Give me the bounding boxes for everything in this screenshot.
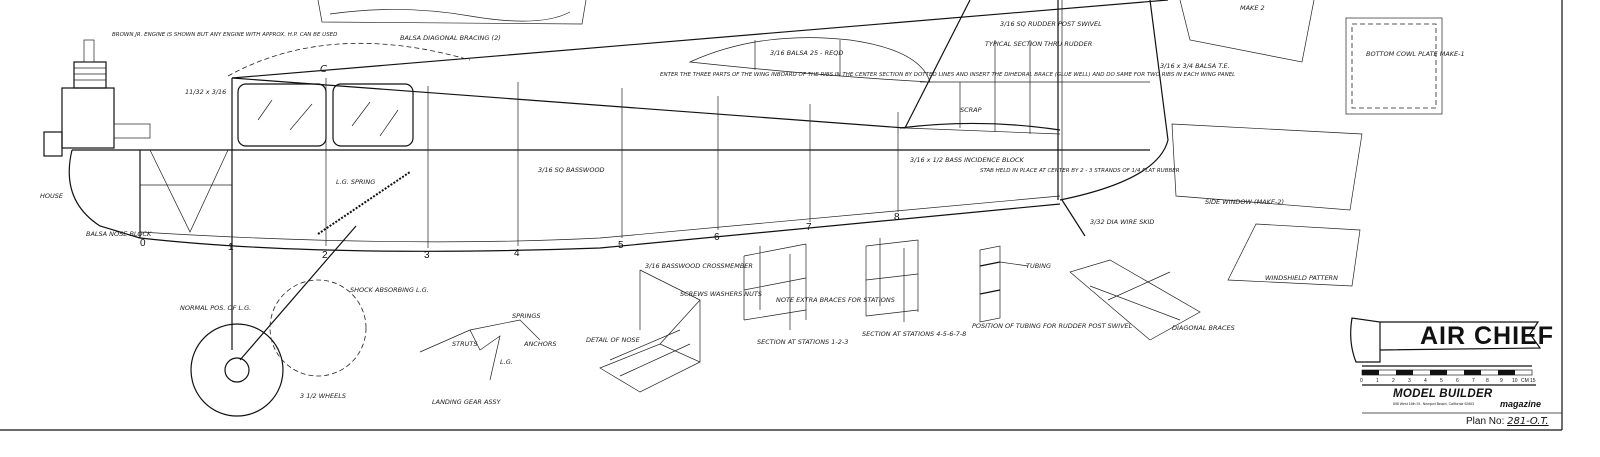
center-line-mark: C [320, 64, 327, 75]
position-tubing-label: POSITION OF TUBING FOR RUDDER POST SWIVE… [972, 322, 1133, 330]
diagonal-bracing-label: BALSA DIAGONAL BRACING (2) [400, 34, 501, 42]
wood-grain [329, 9, 571, 22]
publisher-sub: magazine [1500, 399, 1542, 409]
part-outline-top [1179, 0, 1315, 63]
scale-tick: 10 [1512, 378, 1518, 384]
station-number: 5 [618, 240, 624, 251]
wheel-alt-position [269, 279, 367, 377]
side-window-pattern [1171, 123, 1363, 211]
wing-instructions: ENTER THE THREE PARTS OF THE WING INBOAR… [660, 72, 1235, 78]
landing-gear-assy-drawing [419, 319, 541, 381]
rudder-post-label: 3/16 SQ RUDDER POST SWIVEL [1000, 20, 1102, 28]
diagonal-braces-label: DIAGONAL BRACES [1172, 324, 1235, 332]
station-number: 8 [894, 212, 900, 223]
plan-number-label: Plan No: [1466, 416, 1505, 427]
make2-label: MAKE 2 [1240, 4, 1265, 12]
struts-label: STRUTS [452, 340, 477, 348]
longeron-label: 3/16 SQ BASSWOOD [538, 166, 605, 174]
scrap-label: SCRAP [960, 106, 982, 114]
scale-tick: 5 [1440, 378, 1443, 384]
scale-tick: 4 [1424, 378, 1427, 384]
spring-label: L.G. SPRING [336, 178, 375, 186]
engine [43, 39, 151, 157]
scale-tick: 6 [1456, 378, 1459, 384]
typical-section-label: TYPICAL SECTION THRU RUDDER [985, 40, 1092, 48]
scale-tick: 7 [1472, 378, 1475, 384]
canopy-top-dashed [227, 42, 471, 77]
bottom-cowl-label: BOTTOM COWL PLATE MAKE-1 [1366, 50, 1465, 58]
crossmember-label: 3/16 BASSWOOD CROSSMEMBER [645, 262, 753, 270]
fuselage [68, 0, 1169, 252]
lg-small-label: L.G. [500, 358, 513, 366]
nose-detail-drawing [599, 269, 701, 393]
scale-tick: 15 [1530, 378, 1536, 384]
station-number: 3 [424, 250, 430, 261]
nose-block-label: BALSA NOSE BLOCK [86, 230, 152, 238]
normal-lg-label: NORMAL POS. OF L.G. [180, 304, 251, 312]
publisher-name: MODEL BUILDER [1393, 388, 1493, 400]
section-45678-label: SECTION AT STATIONS 4-5-6-7-8 [862, 330, 966, 338]
station-number: 7 [806, 222, 812, 233]
windshield-label: WINDSHIELD PATTERN [1265, 274, 1338, 282]
scale-tick: CM [1521, 378, 1529, 384]
plan-number-row: Plan No: 281-O.T. [1466, 416, 1549, 427]
incidence-block-label: 3/16 x 1/2 BASS INCIDENCE BLOCK [910, 156, 1025, 164]
section-45678-drawing [865, 238, 919, 322]
station-number: 6 [714, 232, 720, 243]
plan-number-value: 281-O.T. [1507, 416, 1549, 427]
wheels-label: 3 1/2 WHEELS [300, 392, 346, 400]
title-block [1350, 317, 1562, 414]
cowl-label: HOUSE [40, 192, 64, 200]
scale-tick: 9 [1500, 378, 1503, 384]
diagonal-brace-outline [317, 0, 587, 25]
landing-gear [190, 225, 367, 417]
stab-note: STAB HELD IN PLACE AT CENTER BY 2 - 3 ST… [980, 168, 1180, 174]
anchors-label: ANCHORS [523, 340, 557, 348]
side-window-label: SIDE WINDOW (MAKE-2) [1205, 198, 1284, 206]
section-123-drawing [743, 243, 807, 330]
detail-nose-label: DETAIL OF NOSE [586, 336, 641, 344]
publisher-address: 898 West 16th St., Newport Beach, Califo… [1393, 402, 1475, 406]
tubing-detail-drawing [979, 245, 1029, 323]
plan-title: AIR CHIEF [1420, 322, 1554, 350]
station-number: 4 [514, 248, 520, 259]
balsa-te-label: 3/16 x 3/4 BALSA T.E. [1160, 62, 1230, 70]
wing-rib [688, 37, 931, 83]
windshield-pattern [1227, 223, 1361, 287]
scale-tick: 2 [1392, 378, 1395, 384]
station-number: 0 [140, 238, 146, 249]
rib-label: 3/16 BALSA 25 - REQD [770, 49, 843, 57]
wheel [190, 323, 284, 417]
landing-gear-label: LANDING GEAR ASSY [432, 398, 501, 406]
springs-label: SPRINGS [512, 312, 541, 320]
extra-braces-label: NOTE EXTRA BRACES FOR STATIONS [776, 296, 895, 304]
scale-tick: 1 [1376, 378, 1379, 384]
chief-logo [1350, 317, 1381, 363]
section-123-label: SECTION AT STATIONS 1-2-3 [757, 338, 848, 346]
station-number: 2 [322, 250, 328, 261]
cowl-ratio: 11/32 x 3/16 [185, 88, 226, 96]
cockpit-window-front [237, 83, 327, 147]
bottom-cowl-plate [1345, 17, 1443, 115]
tubing-label: TUBING [1026, 262, 1051, 270]
engine-note: BROWN JR. ENGINE IS SHOWN BUT ANY ENGINE… [112, 32, 337, 38]
scale-tick: 8 [1486, 378, 1489, 384]
screws-label: SCREWS WASHERS NUTS [680, 290, 762, 298]
shock-label: SHOCK ABSORBING L.G. [350, 286, 429, 294]
station-number: 1 [228, 242, 234, 253]
scale-tick: 3 [1408, 378, 1411, 384]
diagonal-braces-drawing [1069, 259, 1201, 341]
cockpit-window-rear [332, 83, 414, 147]
tail-skid-label: 3/32 DIA WIRE SKID [1090, 218, 1154, 226]
scale-tick: 0 [1360, 378, 1363, 384]
tail-assembly [899, 0, 1169, 237]
